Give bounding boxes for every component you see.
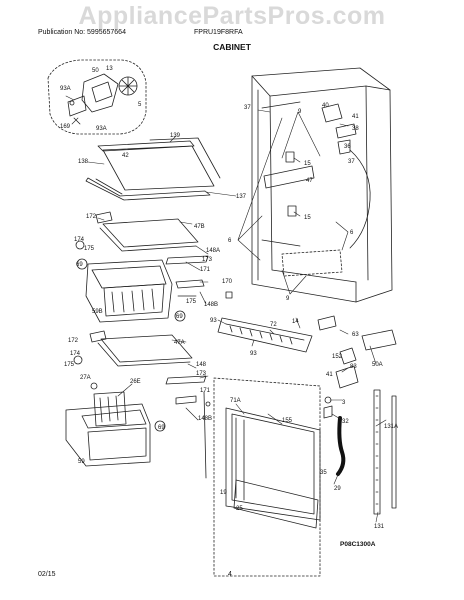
label-41-a: 41 [352,114,359,120]
label-172-b: 172 [68,338,79,344]
freezer-basket-59 [65,382,197,467]
page-number: 4 [228,571,232,578]
part-labels: 50 13 93A 169 93A 5 139 42 138 137 172 4… [60,66,398,548]
label-131: 131 [374,524,385,530]
label-5: 5 [138,102,142,108]
section-title: CABINET [213,42,251,52]
toe-grille-72 [217,317,313,353]
label-69-c: 69 [158,425,165,431]
label-42: 42 [122,153,129,159]
label-148a: 148A [206,248,220,254]
label-175-b: 175 [186,299,197,305]
crisper-drawer-59b [76,258,233,323]
label-170: 170 [222,279,233,285]
label-93a-top: 93A [60,86,71,92]
shelf-47a [73,330,207,385]
label-32: 32 [342,419,349,425]
label-174-a: 174 [74,237,85,243]
label-41-b: 41 [326,372,333,378]
label-6-b: 6 [350,230,354,236]
label-59b: 59B [92,309,103,315]
label-137: 137 [236,194,247,200]
label-26e: 26E [130,379,141,385]
label-63: 63 [352,332,359,338]
door-gasket-29 [336,416,346,476]
label-175-c: 175 [64,362,75,368]
label-14: 14 [292,319,299,325]
fan-assembly-inset [47,59,147,135]
shelf-47b [75,211,209,265]
label-50: 50 [92,68,99,74]
label-171-a: 171 [200,267,211,273]
label-148b-a: 148B [204,302,218,308]
label-40: 40 [322,103,329,109]
label-36: 36 [344,144,351,150]
label-173-b: 173 [196,371,207,377]
label-3: 3 [342,400,346,406]
label-35: 35 [320,470,327,476]
cabinet-body [251,67,393,303]
label-93-a: 93 [210,318,217,324]
top-shelf-42 [85,137,221,201]
label-93-b: 93 [250,351,257,357]
label-155: 155 [282,418,293,424]
label-174-b: 174 [70,351,81,357]
label-38: 38 [352,126,359,132]
label-171-b: 171 [200,388,211,394]
footer-date: 02/15 [38,571,56,578]
label-175-a: 175 [84,246,95,252]
label-69-b: 69 [176,314,183,320]
label-138: 138 [78,159,89,165]
label-37-a: 37 [244,105,251,111]
label-50a: 50A [372,362,383,368]
side-strips-131 [373,389,397,515]
label-72: 72 [270,322,277,328]
label-15-a: 15 [304,161,311,167]
label-169: 169 [60,124,71,130]
label-83: 83 [350,364,357,370]
label-172-a: 172 [86,214,97,220]
label-173-a: 173 [202,257,213,263]
label-59: 59 [78,459,85,465]
label-9-b: 9 [286,296,290,302]
label-148: 148 [196,362,207,368]
label-47a: 47A [174,340,185,346]
label-148b-b: 148B [198,416,212,422]
label-131a: 131A [384,424,398,430]
label-37-b: 37 [348,159,355,165]
label-25: 25 [236,506,243,512]
label-47: 47 [306,178,313,184]
label-6-a: 6 [228,238,232,244]
door-25 [203,377,321,577]
label-9-a: 9 [298,109,302,115]
label-69-a: 69 [76,262,83,268]
label-93a-bottom: 93A [96,126,107,132]
label-29: 29 [334,486,341,492]
label-27a: 27A [80,375,91,381]
label-19: 19 [220,490,227,496]
label-71a: 71A [230,398,241,404]
leader-lines [65,95,387,523]
model-number: FPRU19F8RFA [194,29,243,36]
label-15-b: 15 [304,215,311,221]
publication-number: Publication No: 5995657664 [38,29,126,36]
label-47b: 47B [194,224,205,230]
label-139: 139 [170,133,181,139]
label-152: 152 [332,354,343,360]
label-13: 13 [106,66,113,72]
watermark: AppliancePartsPros.com [78,2,386,30]
drawing-code: P08C1300A [340,541,376,548]
